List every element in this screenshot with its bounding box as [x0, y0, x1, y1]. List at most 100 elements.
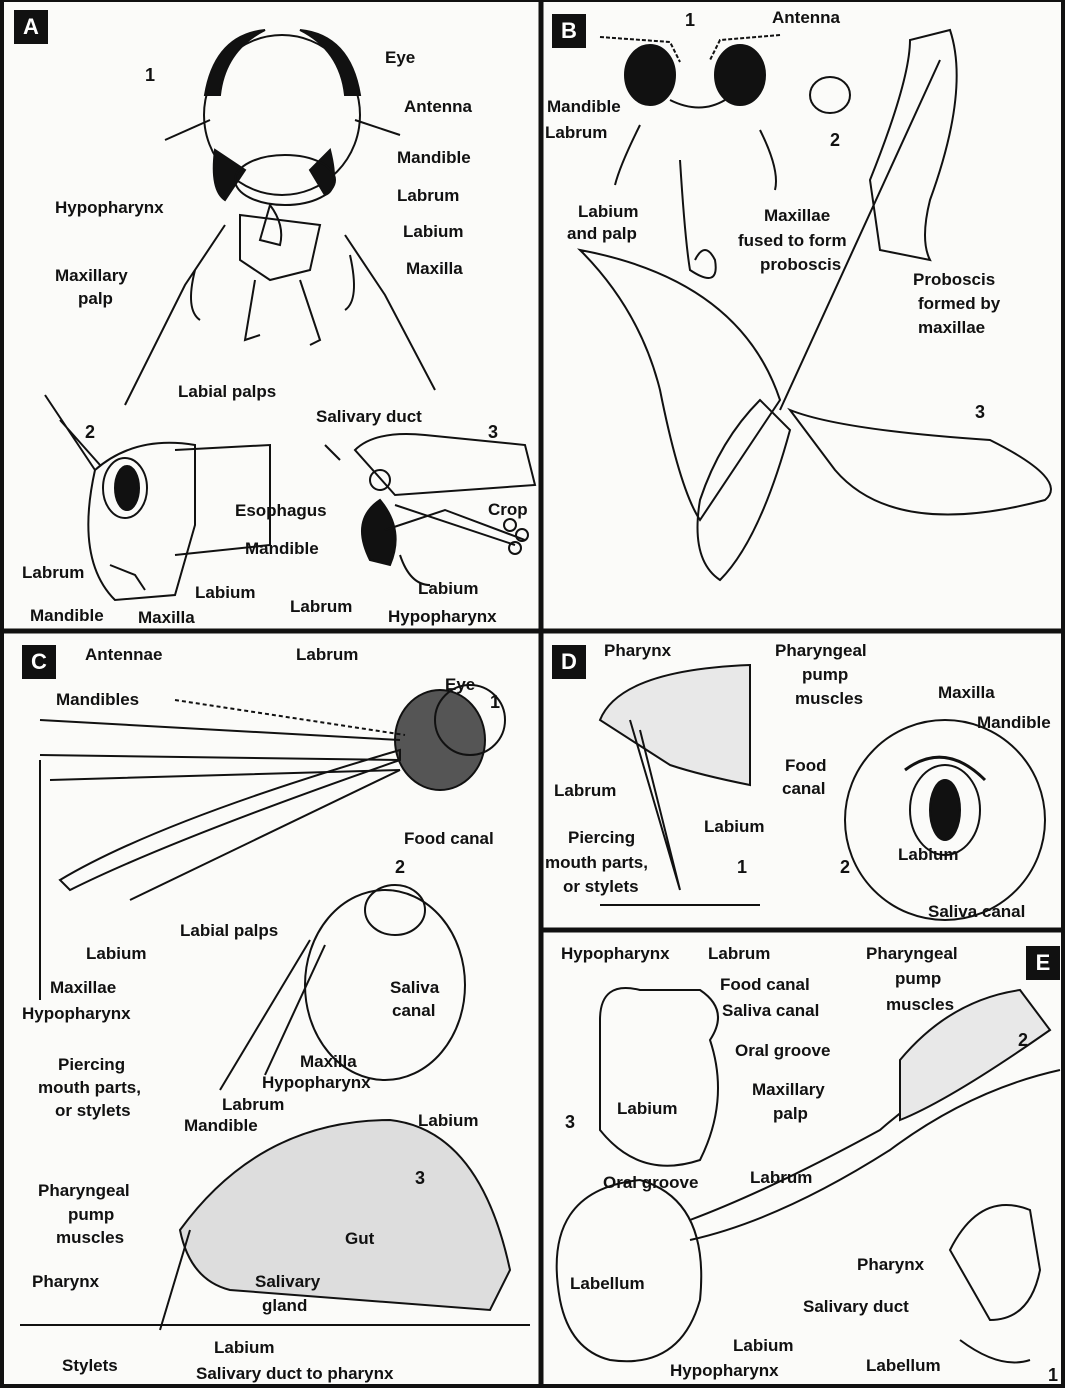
- panel-a-figure-number: 3: [488, 422, 498, 443]
- label-palp: palp: [78, 289, 113, 308]
- label-labium: Labium: [733, 1336, 793, 1355]
- label-mouth-parts: mouth parts,: [38, 1078, 141, 1097]
- label-antennae: Antennae: [85, 645, 162, 664]
- label-labrum: Labrum: [545, 123, 607, 142]
- label-piercing: Piercing: [58, 1055, 125, 1074]
- label-fused-to-form: fused to form: [738, 231, 847, 250]
- panel-a-figure-number: 2: [85, 422, 95, 443]
- panel-a-figure-number: 1: [145, 65, 155, 86]
- label-mouth-parts: mouth parts,: [545, 853, 648, 872]
- label-muscles: muscles: [886, 995, 954, 1014]
- label-pump: pump: [895, 969, 941, 988]
- label-pump: pump: [68, 1205, 114, 1224]
- label-eye: Eye: [445, 675, 475, 694]
- label-labrum: Labrum: [554, 781, 616, 800]
- label-antenna: Antenna: [772, 8, 840, 27]
- label-labium: Labium: [195, 583, 255, 602]
- label-saliva-canal: Saliva canal: [722, 1001, 819, 1020]
- label-pharyngeal: Pharyngeal: [38, 1181, 130, 1200]
- label-salivary: Salivary: [255, 1272, 320, 1291]
- label-pump: pump: [802, 665, 848, 684]
- label-or-stylets: or stylets: [55, 1101, 131, 1120]
- label-muscles: muscles: [795, 689, 863, 708]
- label-maxilla: Maxilla: [300, 1052, 357, 1071]
- label-maxilla: Maxilla: [938, 683, 995, 702]
- label-mandible: Mandible: [547, 97, 621, 116]
- label-canal: canal: [392, 1001, 435, 1020]
- label-hypopharynx: Hypopharynx: [388, 607, 497, 626]
- label-mandible: Mandible: [977, 713, 1051, 732]
- label-labellum: Labellum: [866, 1356, 941, 1375]
- label-maxilla: Maxilla: [406, 259, 463, 278]
- label-eye: Eye: [385, 48, 415, 67]
- panel-d-figure-number: 1: [737, 857, 747, 878]
- label-esophagus: Esophagus: [235, 501, 327, 520]
- label-oral-groove: Oral groove: [603, 1173, 698, 1192]
- label-labium: Labium: [418, 1111, 478, 1130]
- label-mandible: Mandible: [397, 148, 471, 167]
- label-labium: Labium: [704, 817, 764, 836]
- label-mandible: Mandible: [245, 539, 319, 558]
- label-salivary-duct-to-pharynx: Salivary duct to pharynx: [196, 1364, 393, 1383]
- label-gland: gland: [262, 1296, 307, 1315]
- label-labium: Labium: [214, 1338, 274, 1357]
- label-labium: Labium: [898, 845, 958, 864]
- panel-d-figure-number: 2: [840, 857, 850, 878]
- panel-d-badge: D: [552, 645, 586, 679]
- label-maxillary: Maxillary: [55, 266, 128, 285]
- label-mandible: Mandible: [30, 606, 104, 625]
- label-maxillary: Maxillary: [752, 1080, 825, 1099]
- label-food: Food: [785, 756, 827, 775]
- label-food-canal: Food canal: [404, 829, 494, 848]
- label-labial-palps: Labial palps: [178, 382, 276, 401]
- label-labial-palps: Labial palps: [180, 921, 278, 940]
- panel-e-figure-number: 2: [1018, 1030, 1028, 1051]
- label-pharynx: Pharynx: [857, 1255, 924, 1274]
- label-pharynx: Pharynx: [604, 641, 671, 660]
- label-mandibles: Mandibles: [56, 690, 139, 709]
- label-proboscis: Proboscis: [913, 270, 995, 289]
- label-labrum: Labrum: [397, 186, 459, 205]
- label-maxillae: Maxillae: [764, 206, 830, 225]
- label-canal: canal: [782, 779, 825, 798]
- label-saliva-canal: Saliva canal: [928, 902, 1025, 921]
- panel-e-figure-number: 1: [1048, 1365, 1058, 1386]
- label-stylets: Stylets: [62, 1356, 118, 1375]
- label-crop: Crop: [488, 500, 528, 519]
- label-mandible: Mandible: [184, 1116, 258, 1135]
- label-salivary-duct: Salivary duct: [316, 407, 422, 426]
- label-maxilla: Maxilla: [138, 608, 195, 627]
- panel-e-badge: E: [1026, 946, 1060, 980]
- label-hypopharynx: Hypopharynx: [670, 1361, 779, 1380]
- label-labium: Labium: [403, 222, 463, 241]
- label-gut: Gut: [345, 1229, 374, 1248]
- label-palp: palp: [773, 1104, 808, 1123]
- label-hypopharynx: Hypopharynx: [22, 1004, 131, 1023]
- label-maxillae: maxillae: [918, 318, 985, 337]
- panel-c-figure-number: 2: [395, 857, 405, 878]
- label-salivary-duct: Salivary duct: [803, 1297, 909, 1316]
- panel-e-figure-number: 3: [565, 1112, 575, 1133]
- label-labrum: Labrum: [708, 944, 770, 963]
- label-muscles: muscles: [56, 1228, 124, 1247]
- label-formed-by: formed by: [918, 294, 1000, 313]
- label-saliva: Saliva: [390, 978, 439, 997]
- label-maxillae: Maxillae: [50, 978, 116, 997]
- panel-b-figure-number: 2: [830, 130, 840, 151]
- label-and-palp: and palp: [567, 224, 637, 243]
- label-hypopharynx: Hypopharynx: [561, 944, 670, 963]
- label-labium: Labium: [617, 1099, 677, 1118]
- label-pharyngeal: Pharyngeal: [866, 944, 958, 963]
- panel-b-figure-number: 3: [975, 402, 985, 423]
- label-labrum: Labrum: [290, 597, 352, 616]
- panel-c-figure-number: 1: [490, 692, 500, 713]
- label-labrum: Labrum: [222, 1095, 284, 1114]
- label-hypopharynx: Hypopharynx: [55, 198, 164, 217]
- label-food-canal: Food canal: [720, 975, 810, 994]
- label-labium: Labium: [578, 202, 638, 221]
- panel-b-badge: B: [552, 14, 586, 48]
- label-labrum: Labrum: [750, 1168, 812, 1187]
- panel-a-badge: A: [14, 10, 48, 44]
- label-oral-groove: Oral groove: [735, 1041, 830, 1060]
